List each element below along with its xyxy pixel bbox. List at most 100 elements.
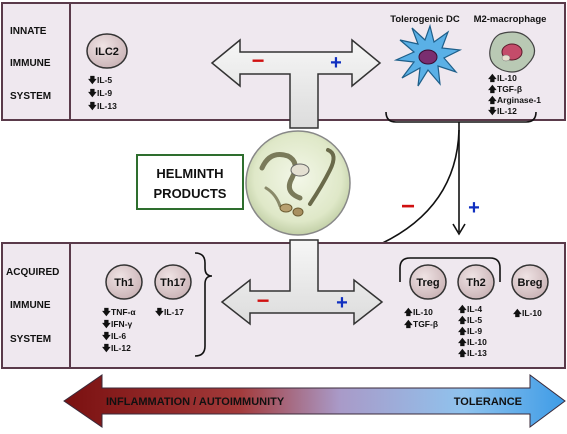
- th2-cytokine-4: IL-10: [467, 337, 487, 347]
- treg-arrow-1: 🡅: [404, 307, 414, 317]
- spectrum-double-arrow-shape: [63, 374, 566, 428]
- acquired-label-line-3: SYSTEM: [10, 334, 51, 345]
- m2-cytokine-2: TGF-β: [497, 84, 522, 94]
- ilc2-cytokine-3: IL-13: [97, 101, 117, 111]
- helminth-circle: [245, 130, 351, 236]
- th1-label: Th1: [114, 277, 134, 289]
- dendritic-cell-icon: [393, 23, 463, 87]
- breg-cytokine-1: IL-10: [522, 308, 542, 318]
- spectrum-arrow: INFLAMMATION / AUTOIMMUNITY TOLERANCE: [63, 374, 566, 428]
- ilc2-arrow-2: 🡇: [88, 88, 98, 98]
- treg-th2-bracket: [399, 257, 501, 282]
- ilc2-cytokine-2: IL-9: [97, 88, 112, 98]
- th2-cell: Th2: [457, 264, 495, 300]
- th2-arrow-4: 🡅: [458, 337, 468, 347]
- th2-arrow-1: 🡅: [458, 304, 468, 314]
- th1-arrow-3: 🡇: [102, 331, 112, 341]
- th17-label: Th17: [160, 277, 186, 289]
- m2-macrophage: M2-macrophage: [474, 14, 547, 73]
- th2-cytokine-5: IL-13: [467, 348, 487, 358]
- m2-cytokine-3: Arginase-1: [497, 95, 541, 105]
- th17-arrow-1: 🡇: [155, 307, 165, 317]
- breg-cell-body: [511, 264, 549, 300]
- spectrum-left-label: INFLAMMATION / AUTOIMMUNITY: [106, 396, 285, 408]
- th1-cell: Th1: [105, 264, 143, 300]
- th1-arrow-2: 🡇: [102, 319, 112, 329]
- treg-cytokine-1: IL-10: [413, 307, 433, 317]
- spectrum-right-label: TOLERANCE: [454, 396, 522, 408]
- th2-cytokine-3: IL-9: [467, 326, 482, 336]
- treg-cytokine-2: TGF-β: [413, 319, 438, 329]
- th1-cytokine-2: IFN-γ: [111, 319, 133, 329]
- th2-arrow-2: 🡅: [458, 315, 468, 325]
- ilc2-label: ILC2: [95, 46, 119, 58]
- m2-arrow-2: 🡅: [488, 84, 498, 94]
- th17-cell-body: [154, 264, 192, 300]
- treg-arrow-2: 🡅: [404, 319, 414, 329]
- bottom-double-arrow-shape: [220, 239, 384, 326]
- th2-label: Th2: [466, 277, 486, 289]
- middle-minus-sign: −: [401, 193, 415, 220]
- th2-cytokine-list: 🡅 IL-4 🡅 IL-5 🡅 IL-9 🡅 IL-10 🡅 IL-13: [458, 304, 487, 358]
- m2-arrow-3: 🡅: [488, 95, 498, 105]
- treg-label: Treg: [416, 277, 439, 289]
- bottom-plus-sign: +: [336, 292, 348, 314]
- th2-cytokine-1: IL-4: [467, 304, 482, 314]
- breg-arrow-1: 🡅: [513, 308, 523, 318]
- top-minus-sign: −: [252, 48, 265, 73]
- down-arrow-head: [452, 223, 466, 236]
- ilc2-cell-body: [86, 33, 128, 69]
- innate-label-line-1: INNATE: [10, 26, 47, 37]
- th1-arrow-1: 🡇: [102, 307, 112, 317]
- th2-arrow-5: 🡅: [458, 348, 468, 358]
- tolerogenic-dc: Tolerogenic DC: [390, 14, 463, 87]
- acquired-label-line-1: ACQUIRED: [6, 267, 59, 278]
- th2-cell-body: [457, 264, 495, 300]
- breg-cytokine-list: 🡅 IL-10: [513, 308, 542, 318]
- bottom-minus-sign: −: [257, 288, 270, 313]
- treg-cell: Treg: [409, 264, 447, 300]
- th1-cytokine-1: TNF-α: [111, 307, 136, 317]
- top-plus-sign: +: [330, 52, 342, 74]
- ilc2-arrow-3: 🡇: [88, 101, 98, 111]
- top-t-arrow: − +: [210, 38, 382, 129]
- innate-label-line-3: SYSTEM: [10, 91, 51, 102]
- m2-macrophage-title: M2-macrophage: [474, 14, 547, 25]
- th1-th17-bracket: [194, 252, 213, 357]
- th17-cell: Th17: [154, 264, 192, 300]
- treg-cell-body: [409, 264, 447, 300]
- bottom-t-arrow: − +: [220, 239, 384, 326]
- m2-cytokine-4: IL-12: [497, 106, 517, 116]
- breg-label: Breg: [517, 277, 542, 289]
- th1-arrow-4: 🡇: [102, 343, 112, 353]
- m2-arrow-4: 🡇: [488, 106, 498, 116]
- tolerogenic-dc-title: Tolerogenic DC: [390, 14, 460, 25]
- th1-cytokine-list: 🡇 TNF-α 🡇 IFN-γ 🡇 IL-6 🡇 IL-12: [102, 307, 136, 353]
- th17-cytokine-list: 🡇 IL-17: [155, 307, 184, 317]
- helminth-products-label: HELMINTH PRODUCTS: [136, 154, 244, 210]
- innate-label-line-2: IMMUNE: [10, 58, 51, 69]
- helminth-image: [245, 130, 351, 236]
- th1-cell-body: [105, 264, 143, 300]
- ilc2-cell: ILC2: [86, 33, 128, 69]
- th2-arrow-3: 🡅: [458, 326, 468, 336]
- top-double-arrow-shape: [210, 38, 382, 129]
- th17-cytokine-1: IL-17: [164, 307, 184, 317]
- middle-plus-sign: +: [468, 197, 480, 219]
- breg-cell: Breg: [511, 264, 549, 300]
- helminth-egg-icons: [279, 163, 310, 217]
- ilc2-cytokine-1: IL-5: [97, 75, 112, 85]
- m2-cytokine-1: IL-10: [497, 73, 517, 83]
- th2-cytokine-2: IL-5: [467, 315, 482, 325]
- acquired-label-line-2: IMMUNE: [10, 300, 51, 311]
- helminth-label-line-2: PRODUCTS: [154, 186, 227, 201]
- m2-cytokine-list: 🡅 IL-10 🡅 TGF-β 🡅 Arginase-1 🡇 IL-12: [488, 73, 541, 116]
- ilc2-arrow-1: 🡇: [88, 75, 98, 85]
- th1-cytokine-3: IL-6: [111, 331, 126, 341]
- ilc2-cytokine-list: 🡇 IL-5 🡇 IL-9 🡇 IL-13: [88, 75, 117, 111]
- th1-cytokine-4: IL-12: [111, 343, 131, 353]
- helminth-label-box: [136, 154, 244, 210]
- m2-arrow-1: 🡅: [488, 73, 498, 83]
- helminth-label-line-1: HELMINTH: [156, 166, 223, 181]
